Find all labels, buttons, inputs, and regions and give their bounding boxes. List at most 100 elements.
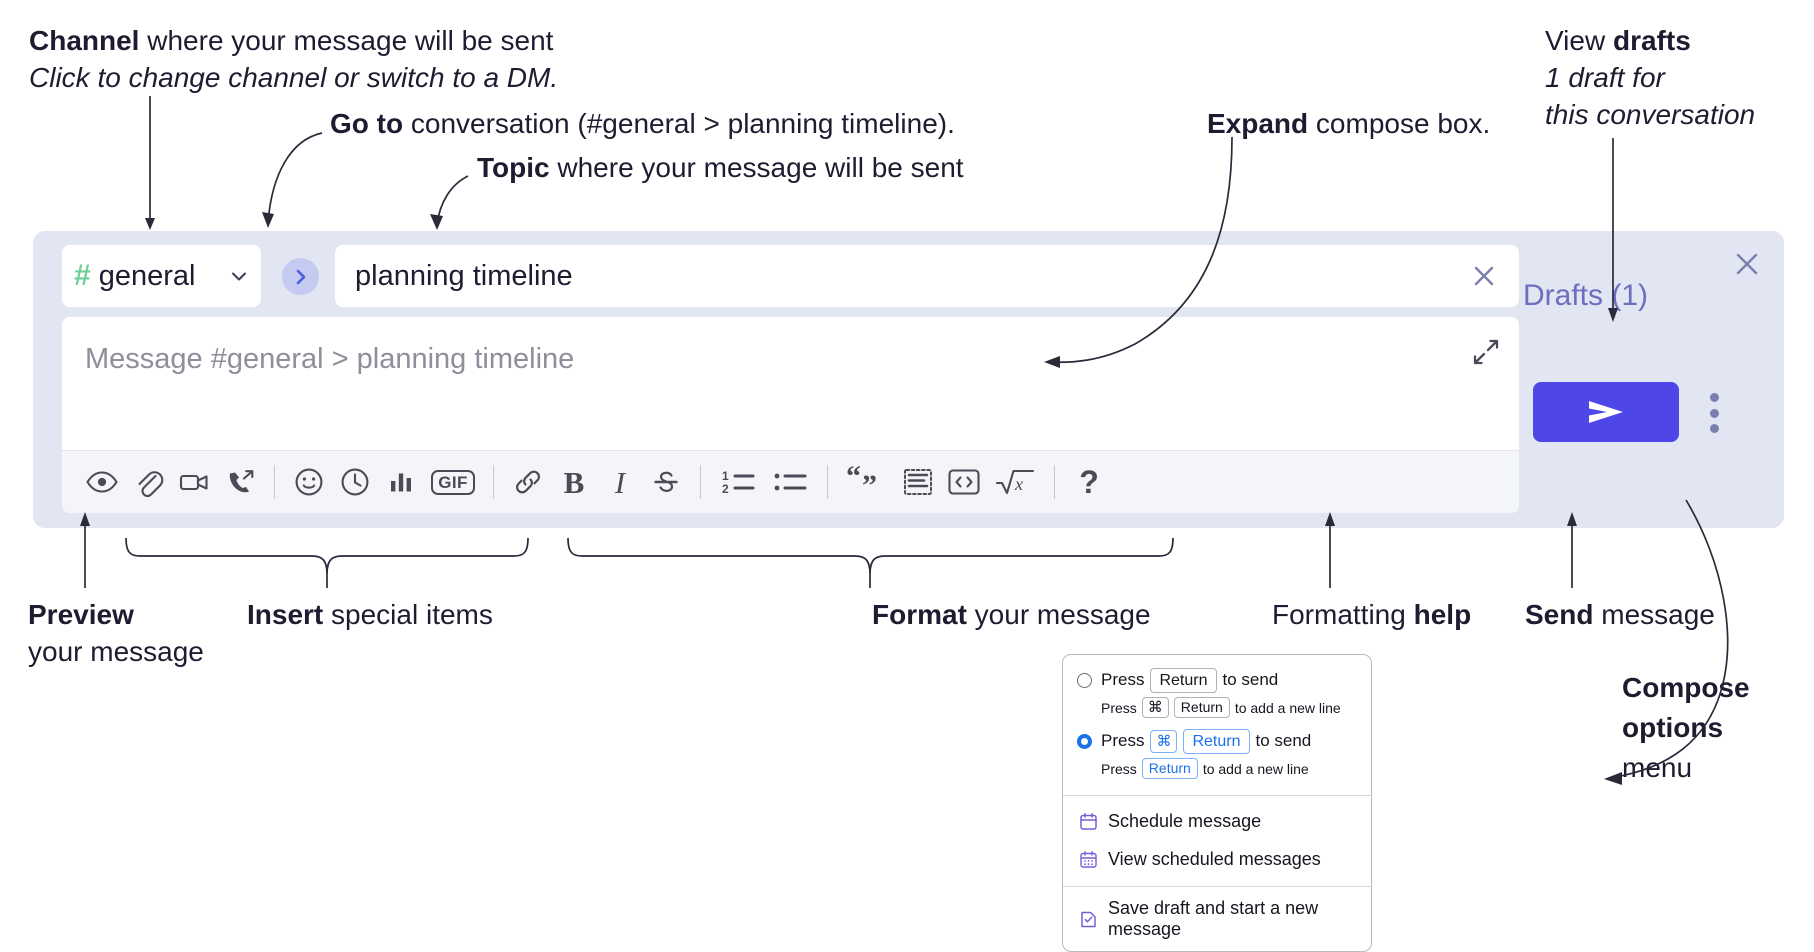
- attach-file-button[interactable]: [125, 459, 171, 505]
- separator-5: [1054, 465, 1055, 499]
- smiley-icon: [295, 468, 323, 496]
- key-command: ⌘: [1141, 697, 1169, 718]
- annotation-drafts-sub2: this conversation: [1545, 99, 1756, 130]
- video-clip-button[interactable]: [171, 459, 217, 505]
- reminder-button[interactable]: [332, 459, 378, 505]
- menu-item-save-draft-label: Save draft and start a new message: [1108, 898, 1319, 939]
- math-button[interactable]: x: [987, 459, 1043, 505]
- svg-text:2: 2: [722, 482, 729, 496]
- key-return-selected: Return: [1183, 728, 1250, 754]
- annotation-channel-bold: Channel: [29, 25, 140, 56]
- chevron-right-icon: [296, 269, 305, 284]
- brace-format: [567, 537, 1174, 575]
- send-option-return[interactable]: Press Return to send: [1063, 667, 1371, 693]
- menu-item-view-scheduled[interactable]: View scheduled messages: [1063, 840, 1371, 878]
- compose-options-menu: Press Return to send Press ⌘ Return to a…: [1062, 654, 1372, 952]
- code-block-icon: [904, 469, 932, 495]
- formatting-help-button[interactable]: ?: [1066, 459, 1112, 505]
- annotation-topic-bold: Topic: [477, 152, 550, 183]
- preview-button[interactable]: [79, 459, 125, 505]
- close-icon[interactable]: [1730, 247, 1764, 281]
- link-button[interactable]: [505, 459, 551, 505]
- compose-card: # general planning timeline: [48, 245, 1519, 513]
- menu-item-schedule-message[interactable]: Schedule message: [1063, 802, 1371, 840]
- svg-text:x: x: [1014, 474, 1023, 494]
- video-camera-icon: [179, 474, 208, 491]
- annotation-format-bold: Format: [872, 599, 967, 630]
- annotation-compose-options-l1: Compose: [1622, 672, 1750, 703]
- emoji-button[interactable]: [286, 459, 332, 505]
- annotation-insert: Insert special items: [247, 596, 493, 633]
- separator-3: [700, 465, 701, 499]
- send-icon: [1589, 401, 1623, 423]
- annotation-expand-bold: Expand: [1207, 108, 1309, 139]
- compose-options-button[interactable]: [1701, 393, 1727, 433]
- kebab-dot-2: [1709, 408, 1719, 418]
- ordered-list-button[interactable]: 1 2: [712, 459, 764, 505]
- key-return-sub-2: Return: [1141, 758, 1198, 779]
- annotation-drafts: View drafts 1 draft for this conversatio…: [1545, 22, 1755, 133]
- radio-unselected-icon: [1077, 672, 1092, 688]
- drafts-link[interactable]: Drafts (1): [1523, 279, 1649, 312]
- bar-chart-icon: [391, 473, 411, 492]
- annotation-expand-rest: compose box.: [1308, 108, 1491, 139]
- annotation-preview-sub: your message: [28, 636, 204, 667]
- bold-button[interactable]: B: [551, 459, 597, 505]
- compose-header-row: # general planning timeline: [48, 245, 1519, 307]
- annotation-channel-sub: Click to change channel or switch to a D…: [29, 62, 559, 93]
- goto-conversation-button[interactable]: [282, 258, 319, 295]
- send-option-cmd-return[interactable]: Press ⌘ Return to send: [1063, 728, 1371, 754]
- square-root-icon: x: [995, 469, 1035, 495]
- annotation-send-rest: message: [1593, 599, 1715, 630]
- sub-suffix-2: to add a new line: [1202, 760, 1309, 777]
- gif-button[interactable]: GIF: [424, 459, 482, 505]
- eye-icon: [86, 471, 118, 493]
- message-input-box[interactable]: Message #general > planning timeline: [62, 317, 1519, 513]
- code-block-button[interactable]: [895, 459, 941, 505]
- key-return: Return: [1150, 667, 1217, 693]
- clear-topic-icon[interactable]: [1467, 259, 1501, 293]
- radio-selected-icon: [1077, 733, 1092, 749]
- send-option-cmd-return-prefix: Press: [1101, 731, 1145, 750]
- brace-insert: [125, 537, 529, 575]
- annotation-goto-rest: conversation (#general > planning timeli…: [403, 108, 955, 139]
- annotation-channel-rest: where your message will be sent: [139, 25, 554, 56]
- topic-input[interactable]: planning timeline: [335, 245, 1519, 307]
- strikethrough-button[interactable]: [643, 459, 689, 505]
- annotation-drafts-sub1: 1 draft for: [1545, 62, 1665, 93]
- annotation-drafts-plain: View: [1545, 25, 1613, 56]
- calendar-icon: [1079, 812, 1098, 831]
- audio-clip-button[interactable]: [217, 459, 263, 505]
- separator-1: [274, 465, 275, 499]
- annotation-insert-rest: special items: [323, 599, 493, 630]
- annotation-compose-options-l2: options: [1622, 712, 1724, 743]
- annotation-help-bold: help: [1413, 599, 1472, 630]
- expand-icon[interactable]: [1471, 337, 1503, 369]
- inline-code-button[interactable]: [941, 459, 987, 505]
- annotation-topic-rest: where your message will be sent: [549, 152, 964, 183]
- menu-item-save-draft[interactable]: Save draft and start a new message: [1063, 893, 1371, 945]
- annotation-preview: Preview your message: [28, 596, 204, 670]
- channel-selector[interactable]: # general: [62, 245, 261, 307]
- send-option-return-suffix: to send: [1222, 670, 1279, 689]
- bulleted-list-icon: [774, 473, 807, 491]
- sub-prefix-1: Press: [1101, 699, 1137, 716]
- italic-icon: I: [614, 464, 626, 500]
- menu-item-schedule-message-label: Schedule message: [1108, 810, 1262, 831]
- annotation-channel: Channel where your message will be sent …: [29, 22, 558, 96]
- menu-divider-1: [1063, 795, 1371, 796]
- annotation-send-bold: Send: [1525, 599, 1594, 630]
- angle-brackets-icon: [948, 469, 980, 495]
- annotation-compose-options: Compose options menu: [1622, 668, 1750, 788]
- poll-button[interactable]: [378, 459, 424, 505]
- blockquote-button[interactable]: “ ”: [839, 459, 895, 505]
- formatting-toolbar: GIF B I: [62, 450, 1519, 513]
- separator-4: [827, 465, 828, 499]
- document-check-icon: [1079, 910, 1098, 929]
- bulleted-list-button[interactable]: [764, 459, 816, 505]
- message-placeholder: Message #general > planning timeline: [85, 343, 575, 375]
- quote-icon: “ ”: [846, 466, 877, 498]
- annotation-send: Send message: [1525, 596, 1715, 633]
- italic-button[interactable]: I: [597, 459, 643, 505]
- send-button[interactable]: [1533, 382, 1679, 442]
